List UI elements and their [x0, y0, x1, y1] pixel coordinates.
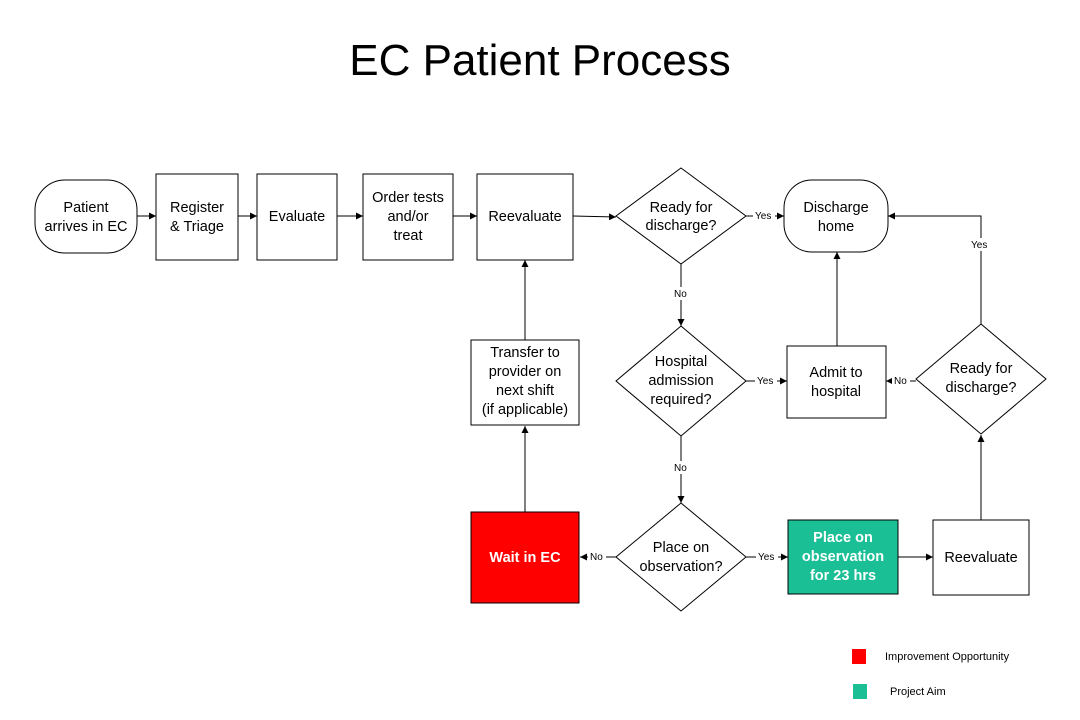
- legend-aim-label: Project Aim: [890, 686, 946, 698]
- node-evaluate: Evaluate: [256, 173, 338, 261]
- node-reevaluate-bottom: Reevaluate: [932, 519, 1030, 596]
- node-transfer-provider-line3: next shift: [496, 383, 554, 399]
- label-no-admission: No: [674, 463, 687, 474]
- node-hospital-admission: Hospital admission required?: [615, 325, 747, 437]
- node-discharge-home-line2: home: [818, 219, 854, 235]
- label-yes-admission: Yes: [757, 376, 773, 387]
- node-evaluate-line1: Evaluate: [269, 209, 325, 225]
- node-register-triage-line2: & Triage: [170, 219, 224, 235]
- node-discharge-home: Discharge home: [783, 179, 889, 253]
- legend: Improvement Opportunity Project Aim: [852, 649, 1010, 699]
- node-patient-arrives-line2: arrives in EC: [45, 219, 128, 235]
- node-place-observation-line1: Place on: [653, 540, 709, 556]
- node-wait-in-ec: Wait in EC: [470, 511, 580, 604]
- node-wait-in-ec-line1: Wait in EC: [489, 550, 561, 566]
- node-admit-hospital-line2: hospital: [811, 384, 861, 400]
- legend-improvement-label: Improvement Opportunity: [885, 651, 1010, 663]
- node-order-tests: Order tests and/or treat: [362, 173, 454, 261]
- node-patient-arrives-line1: Patient: [63, 200, 108, 216]
- legend-aim-swatch: [853, 684, 867, 699]
- node-discharge-home-line1: Discharge: [803, 200, 868, 216]
- label-yes-discharge: Yes: [755, 211, 771, 222]
- node-ready-discharge-right: Ready for discharge?: [915, 323, 1047, 435]
- edge-labels: Yes No Yes No Yes No No Yes: [588, 209, 993, 563]
- node-ready-discharge-right-line2: discharge?: [946, 380, 1017, 396]
- label-yes-ready-right: Yes: [971, 240, 987, 251]
- node-observation-23: Place on observation for 23 hrs: [787, 519, 899, 595]
- node-reevaluate-bottom-line1: Reevaluate: [944, 550, 1017, 566]
- node-hospital-admission-line3: required?: [650, 392, 711, 408]
- node-order-tests-line1: Order tests: [372, 190, 444, 206]
- node-hospital-admission-line2: admission: [648, 373, 713, 389]
- node-order-tests-line3: treat: [393, 228, 422, 244]
- node-observation-23-line1: Place on: [813, 530, 873, 546]
- legend-improvement-swatch: [852, 649, 866, 664]
- node-order-tests-line2: and/or: [387, 209, 428, 225]
- page-title: EC Patient Process: [349, 36, 731, 85]
- node-ready-discharge-top-line1: Ready for: [650, 200, 713, 216]
- node-place-observation: Place on observation?: [615, 502, 747, 612]
- node-admit-hospital: Admit to hospital: [786, 345, 887, 419]
- node-observation-23-line3: for 23 hrs: [810, 568, 876, 584]
- label-no-ready-right: No: [894, 376, 907, 387]
- label-no-observation: No: [590, 552, 603, 563]
- node-place-observation-line2: observation?: [639, 559, 722, 575]
- node-transfer-provider-line1: Transfer to: [490, 345, 560, 361]
- node-observation-23-line2: observation: [802, 549, 884, 565]
- node-transfer-provider-line4: (if applicable): [482, 402, 568, 418]
- label-no-discharge: No: [674, 289, 687, 300]
- edge-reevaluate-ready: [572, 213, 617, 221]
- node-hospital-admission-line1: Hospital: [655, 354, 707, 370]
- node-transfer-provider: Transfer to provider on next shift (if a…: [470, 339, 580, 426]
- node-reevaluate-top: Reevaluate: [476, 173, 574, 261]
- node-ready-discharge-right-line1: Ready for: [950, 361, 1013, 377]
- node-patient-arrives: Patient arrives in EC: [34, 179, 138, 254]
- node-transfer-provider-line2: provider on: [489, 364, 562, 380]
- label-yes-observation: Yes: [758, 552, 774, 563]
- node-ready-discharge-top: Ready for discharge?: [615, 167, 747, 265]
- node-admit-hospital-line1: Admit to: [809, 365, 862, 381]
- node-ready-discharge-top-line2: discharge?: [646, 218, 717, 234]
- node-reevaluate-top-line1: Reevaluate: [488, 209, 561, 225]
- edge-ready-right-discharge-yes: [888, 212, 982, 324]
- node-register-triage-line1: Register: [170, 200, 224, 216]
- node-register-triage: Register & Triage: [155, 173, 239, 261]
